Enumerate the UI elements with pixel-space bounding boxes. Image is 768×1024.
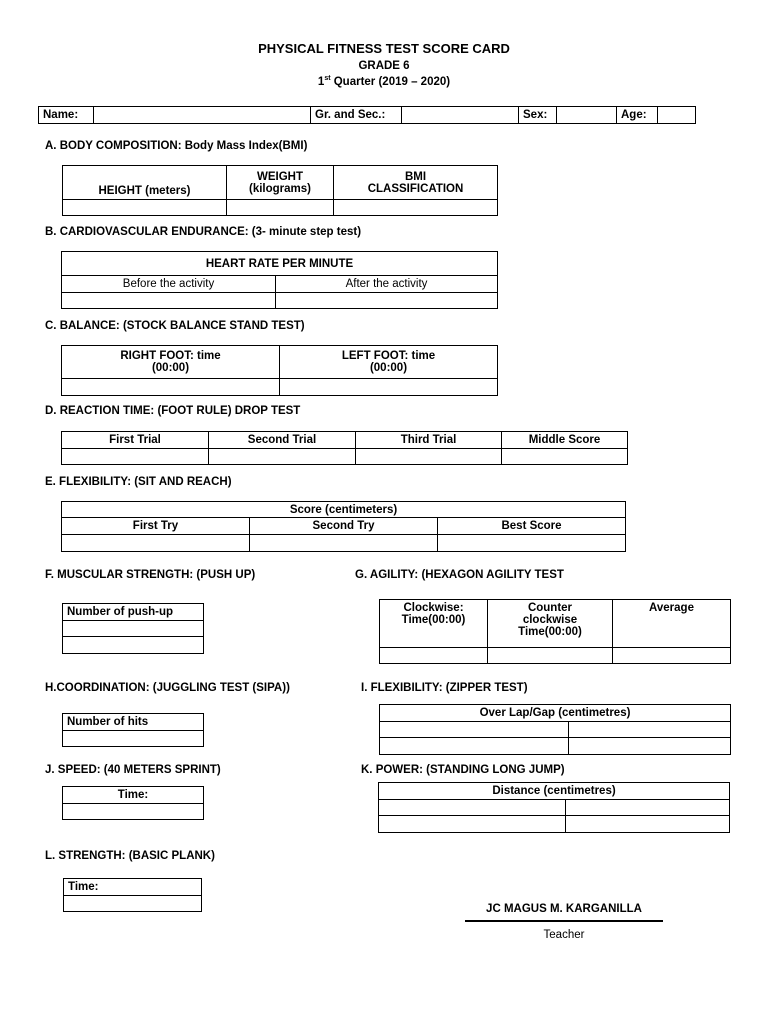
- distance-header: Distance (centimetres): [377, 782, 731, 800]
- before-activity-cell[interactable]: [61, 292, 276, 309]
- weight-header: WEIGHT(kilograms): [226, 165, 334, 200]
- section-d-title: D. REACTION TIME: (FOOT RULE) DROP TEST: [45, 405, 301, 417]
- student-info-table: Name: Gr. and Sec.: Sex: Age:: [38, 106, 696, 124]
- after-activity-header: After the activity: [275, 275, 498, 293]
- hits-header: Number of hits: [62, 713, 204, 731]
- after-activity-cell[interactable]: [275, 292, 498, 309]
- height-header: HEIGHT (meters): [62, 165, 227, 200]
- first-trial-header: First Trial: [61, 431, 209, 449]
- long-jump-table: Distance (centimetres): [377, 782, 731, 833]
- best-score-header: Best Score: [436, 517, 627, 535]
- section-k-title: K. POWER: (STANDING LONG JUMP): [361, 764, 565, 776]
- sex-label: Sex:: [518, 106, 557, 124]
- gr-sec-field[interactable]: [401, 106, 519, 124]
- push-up-cell-1[interactable]: [62, 620, 204, 637]
- section-i-title: I. FLEXIBILITY: (ZIPPER TEST): [361, 682, 528, 694]
- section-l-title: L. STRENGTH: (BASIC PLANK): [45, 850, 215, 862]
- distance-cell-2b[interactable]: [564, 815, 731, 833]
- weight-cell[interactable]: [226, 199, 334, 216]
- counter-clockwise-cell[interactable]: [487, 647, 613, 664]
- third-trial-cell[interactable]: [355, 448, 502, 465]
- first-try-header: First Try: [61, 517, 250, 535]
- plank-time-header: Time:: [63, 878, 202, 896]
- age-label: Age:: [616, 106, 658, 124]
- sex-field[interactable]: [556, 106, 617, 124]
- gr-sec-label: Gr. and Sec.:: [310, 106, 402, 124]
- sprint-table: Time:: [62, 786, 204, 820]
- overlap-cell-2b[interactable]: [567, 737, 732, 755]
- quarter-label: 1st Quarter (2019 – 2020): [317, 75, 451, 88]
- section-a-title: A. BODY COMPOSITION: Body Mass Index(BMI…: [45, 140, 308, 152]
- bmi-cell[interactable]: [333, 199, 498, 216]
- section-g-title: G. AGILITY: (HEXAGON AGILITY TEST: [355, 569, 564, 581]
- left-foot-header: LEFT FOOT: time(00:00): [279, 345, 498, 379]
- plank-table: Time:: [63, 878, 202, 912]
- second-try-cell[interactable]: [249, 534, 438, 552]
- page-title: PHYSICAL FITNESS TEST SCORE CARD: [258, 41, 510, 56]
- middle-score-header: Middle Score: [501, 431, 628, 449]
- second-trial-cell[interactable]: [208, 448, 356, 465]
- push-up-header: Number of push-up: [62, 603, 204, 621]
- average-cell[interactable]: [612, 647, 731, 664]
- overlap-header: Over Lap/Gap (centimetres): [378, 704, 732, 722]
- overlap-cell-1b[interactable]: [567, 721, 732, 738]
- right-foot-header: RIGHT FOOT: time(00:00): [61, 345, 280, 379]
- teacher-role: Teacher: [543, 929, 585, 941]
- heart-rate-header: HEART RATE PER MINUTE: [61, 251, 498, 276]
- zipper-test-table: Over Lap/Gap (centimetres): [378, 704, 732, 755]
- section-j-title: J. SPEED: (40 METERS SPRINT): [45, 764, 221, 776]
- section-h-title: H.COORDINATION: (JUGGLING TEST (SIPA)): [45, 682, 290, 694]
- section-c-title: C. BALANCE: (STOCK BALANCE STAND TEST): [45, 320, 305, 332]
- height-cell[interactable]: [62, 199, 227, 216]
- third-trial-header: Third Trial: [355, 431, 502, 449]
- right-foot-cell[interactable]: [61, 378, 280, 396]
- hits-cell[interactable]: [62, 730, 204, 747]
- distance-cell-1a[interactable]: [378, 799, 566, 816]
- second-try-header: Second Try: [249, 517, 438, 535]
- middle-score-cell[interactable]: [501, 448, 628, 465]
- score-header: Score (centimeters): [60, 501, 627, 518]
- before-activity-header: Before the activity: [61, 275, 276, 293]
- heart-rate-table: HEART RATE PER MINUTE Before the activit…: [61, 251, 498, 309]
- clockwise-cell[interactable]: [379, 647, 488, 664]
- section-f-title: F. MUSCULAR STRENGTH: (PUSH UP): [45, 569, 256, 581]
- overlap-cell-1a[interactable]: [379, 721, 569, 738]
- average-header: Average: [612, 599, 731, 648]
- grade-label: GRADE 6: [358, 60, 410, 72]
- section-e-title: E. FLEXIBILITY: (SIT AND REACH): [45, 476, 232, 488]
- sit-reach-table: Score (centimeters) First Try Second Try…: [60, 501, 627, 552]
- section-b-title: B. CARDIOVASCULAR ENDURANCE: (3- minute …: [45, 226, 362, 238]
- juggling-table: Number of hits: [62, 713, 204, 747]
- name-label: Name:: [38, 106, 94, 124]
- name-field[interactable]: [93, 106, 311, 124]
- balance-table: RIGHT FOOT: time(00:00) LEFT FOOT: time(…: [61, 345, 498, 396]
- distance-cell-1b[interactable]: [564, 799, 731, 816]
- overlap-cell-2a[interactable]: [379, 737, 569, 755]
- sprint-time-cell[interactable]: [62, 803, 204, 820]
- push-up-table: Number of push-up: [62, 603, 204, 654]
- second-trial-header: Second Trial: [208, 431, 356, 449]
- reaction-time-table: First Trial Second Trial Third Trial Mid…: [61, 431, 628, 465]
- best-score-cell[interactable]: [436, 534, 627, 552]
- plank-time-cell[interactable]: [63, 895, 202, 912]
- sprint-time-header: Time:: [62, 786, 204, 804]
- age-field[interactable]: [657, 106, 696, 124]
- teacher-name: JC MAGUS M. KARGANILLA: [486, 903, 642, 915]
- signature-line: [465, 920, 663, 922]
- first-trial-cell[interactable]: [61, 448, 209, 465]
- push-up-cell-2[interactable]: [62, 636, 204, 654]
- clockwise-header: Clockwise:Time(00:00): [379, 599, 488, 648]
- distance-cell-2a[interactable]: [378, 815, 566, 833]
- first-try-cell[interactable]: [61, 534, 250, 552]
- left-foot-cell[interactable]: [279, 378, 498, 396]
